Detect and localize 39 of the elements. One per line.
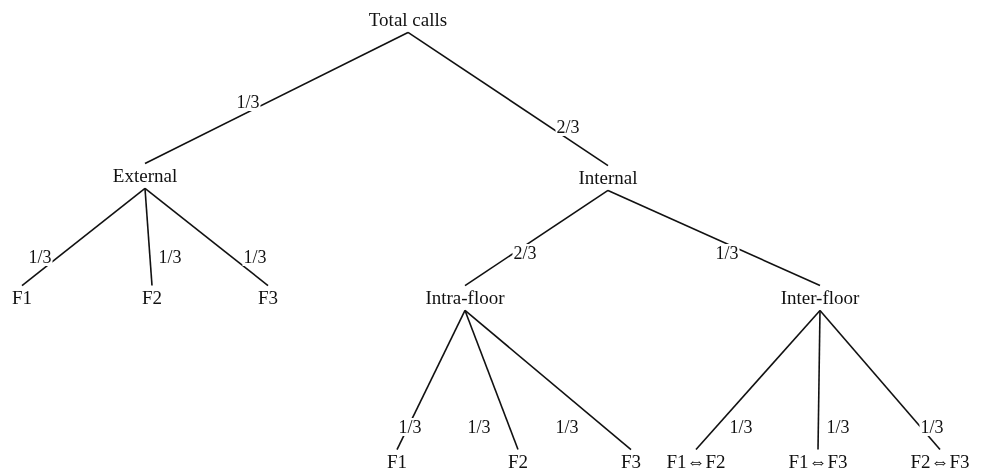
edge-label: 1/3 xyxy=(235,93,261,111)
edge-label: 1/3 xyxy=(242,248,268,266)
tree-node-label: Inter-floor xyxy=(779,287,861,309)
tree-node-label: External xyxy=(111,165,179,187)
tree-node-label: F1⇔F2 xyxy=(665,451,727,473)
edge-label: 1/3 xyxy=(728,418,754,436)
tree-branch-line xyxy=(464,309,632,451)
tree-branch-line xyxy=(21,187,146,287)
edge-label: 1/3 xyxy=(397,418,423,436)
edge-label: 1/3 xyxy=(714,244,740,262)
edge-label: 1/3 xyxy=(27,248,53,266)
tree-branch-line xyxy=(407,31,609,167)
tree-node-label: Internal xyxy=(577,167,639,189)
tree-branch-line xyxy=(819,309,941,451)
tree-node-label: Intra-floor xyxy=(424,287,506,309)
edge-label: 2/3 xyxy=(555,118,581,136)
edge-label: 1/3 xyxy=(919,418,945,436)
edge-label: 1/3 xyxy=(157,248,183,266)
tree-branch-line xyxy=(464,309,519,451)
tree-branch-line xyxy=(607,189,821,287)
edge-label: 1/3 xyxy=(825,418,851,436)
tree-branch-line xyxy=(144,187,153,287)
tree-node-label: F2 xyxy=(140,287,164,309)
tree-node-label: F1 xyxy=(385,451,409,473)
tree-branch-line xyxy=(817,309,821,451)
tree-node-label: Total calls xyxy=(367,9,449,31)
tree-branch-line xyxy=(144,31,409,165)
edge-label: 2/3 xyxy=(512,244,538,262)
tree-node-label: F1 xyxy=(10,287,34,309)
edge-label: 1/3 xyxy=(466,418,492,436)
tree-branch-line xyxy=(695,309,821,451)
tree-branch-line xyxy=(464,189,609,287)
tree-branch-line xyxy=(144,187,269,287)
tree-node-label: F2 xyxy=(506,451,530,473)
tree-node-label: F3 xyxy=(619,451,643,473)
edge-label: 1/3 xyxy=(554,418,580,436)
tree-node-label: F1⇔F3 xyxy=(787,451,849,473)
tree-node-label: F2⇔F3 xyxy=(909,451,971,473)
tree-node-label: F3 xyxy=(256,287,280,309)
